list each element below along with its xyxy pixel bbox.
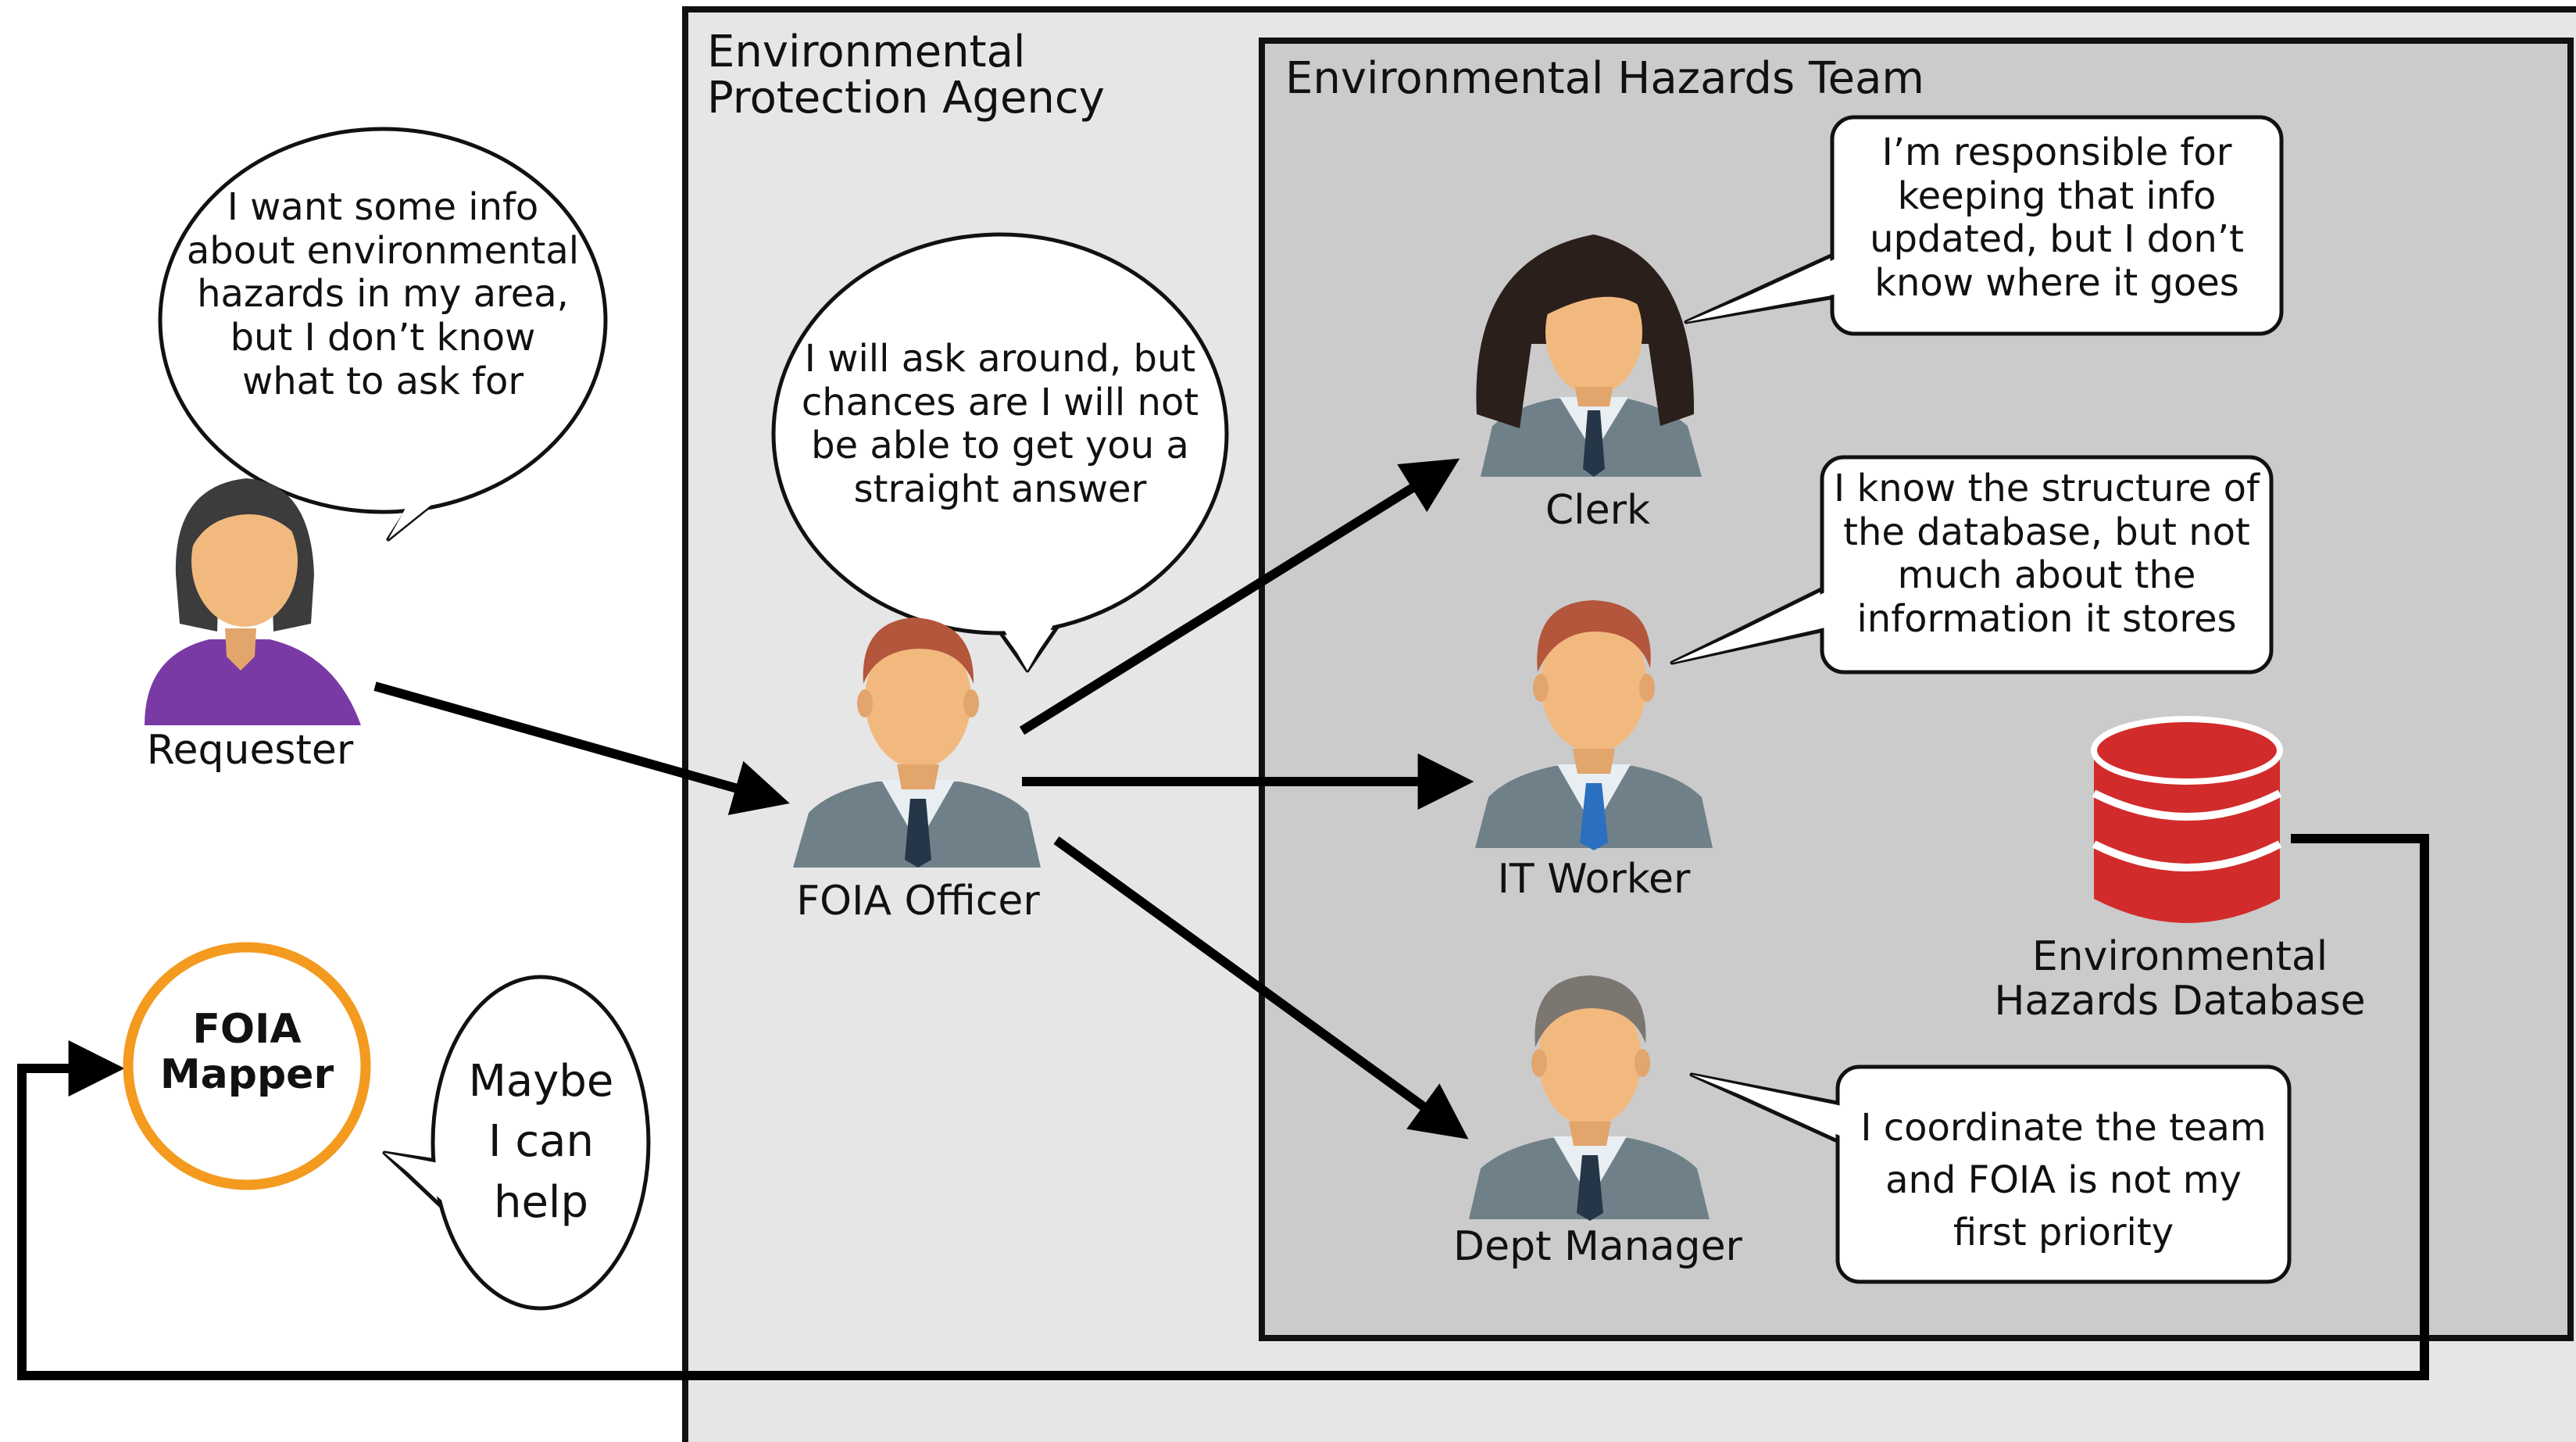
requester-avatar: [145, 478, 361, 725]
officer-speech-bubble: [771, 232, 1229, 673]
it-worker-avatar: [1475, 600, 1713, 850]
clerk-callout: [1684, 115, 2284, 336]
agency-title: Environmental Protection Agency: [707, 27, 1105, 123]
it-worker-callout: [1670, 455, 2274, 674]
arrow-officer-to-manager: [1053, 836, 1469, 1140]
clerk-avatar: [1476, 234, 1702, 477]
mapper-speech-bubble: [382, 975, 651, 1311]
foia-officer-avatar: [793, 617, 1041, 868]
arrow-requester-to-officer: [373, 682, 790, 815]
it-worker-label: IT Worker: [1497, 856, 1691, 903]
clerk-label: Clerk: [1545, 487, 1651, 534]
mapper-speech: Maybe I can help: [468, 1056, 614, 1228]
manager-speech: I coordinate the team and FOIA is not my…: [1860, 1106, 2267, 1255]
database-icon: [2091, 716, 2283, 923]
it-worker-speech: I know the structure of the database, bu…: [1834, 467, 2260, 642]
database-label: Environmental Hazards Database: [1994, 933, 2366, 1025]
requester-speech: I want some info about environmental haz…: [186, 185, 580, 403]
foia-mapper-ring: [123, 942, 371, 1190]
dept-manager-label: Dept Manager: [1453, 1223, 1742, 1270]
foia-officer-label: FOIA Officer: [796, 878, 1040, 925]
database-connector: [17, 834, 2429, 1380]
team-title: Environmental Hazards Team: [1285, 53, 1924, 104]
arrow-officer-to-clerk: [1019, 458, 1460, 735]
officer-speech: I will ask around, but chances are I wil…: [801, 337, 1199, 512]
dept-manager-avatar: [1469, 975, 1710, 1221]
requester-speech-bubble: [158, 127, 608, 542]
clerk-speech: I’m responsible for keeping that info up…: [1870, 131, 2244, 306]
foia-mapper-label: FOIA Mapper: [159, 1006, 334, 1099]
manager-callout: [1689, 1065, 2292, 1284]
requester-label: Requester: [146, 727, 354, 774]
